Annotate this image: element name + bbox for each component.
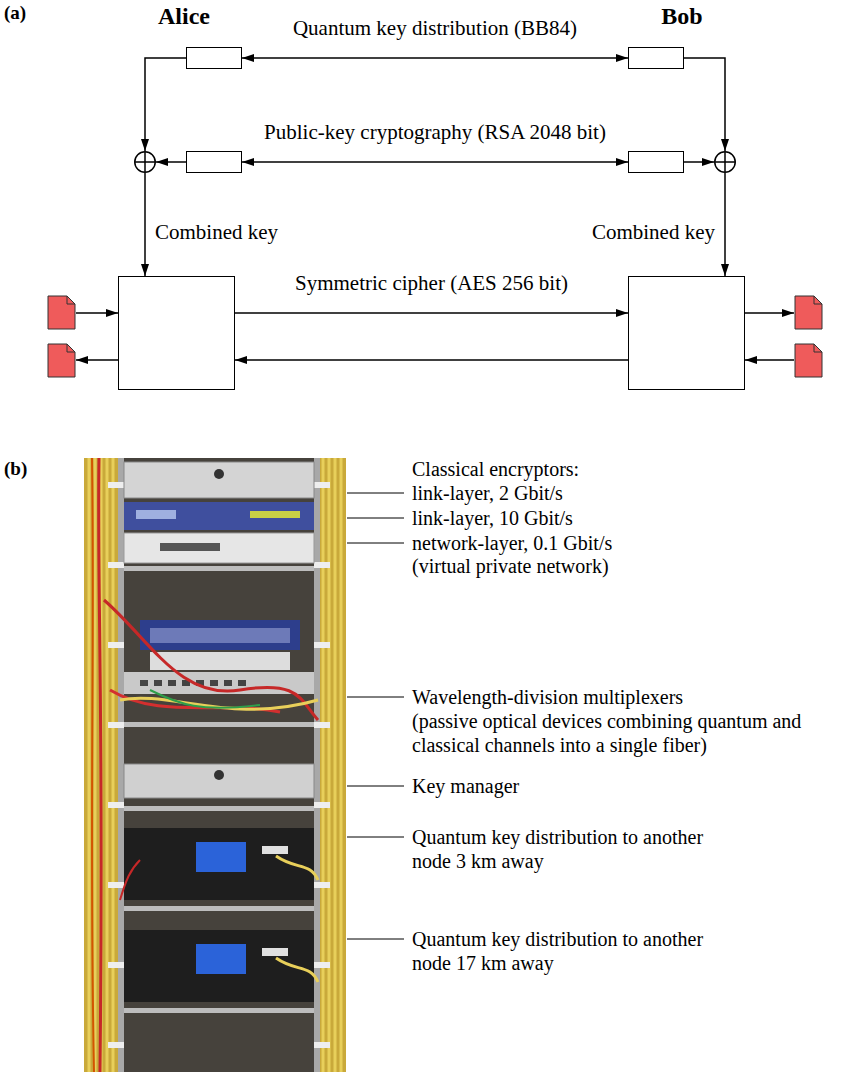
encryptor-10g	[124, 502, 314, 530]
wdm-front	[150, 628, 290, 643]
connector-arrow	[242, 57, 628, 59]
callout-label: link-layer, 2 Gbit/s	[412, 481, 563, 505]
xor-circle	[135, 152, 156, 173]
key-lock	[214, 469, 224, 479]
callout-label: link-layer, 10 Gbit/s	[412, 506, 573, 530]
connector-label: Symmetric cipher (AES 256 bit)	[293, 271, 570, 295]
yellow-cable	[276, 856, 318, 880]
cable-bundle	[84, 458, 120, 1072]
document-fold	[67, 296, 75, 304]
yellow-cables	[323, 458, 341, 1072]
connector-arrow	[684, 161, 714, 163]
xor-combiner	[714, 151, 736, 173]
orange-cable	[92, 458, 94, 1072]
connector-label: Combined key	[153, 220, 280, 244]
rack-rail	[118, 458, 124, 1072]
plaintext-arrow	[745, 312, 794, 314]
document-icon	[795, 344, 822, 377]
key-exchange-box	[628, 151, 684, 173]
key-manager-unit	[124, 764, 314, 798]
connector-arrow	[145, 58, 186, 151]
photo-ground	[84, 458, 346, 1072]
front-display	[136, 510, 176, 519]
panel-label: (a)	[4, 2, 26, 25]
leader-lines	[347, 493, 404, 939]
key-lock	[214, 770, 224, 780]
qkd-unit	[124, 828, 314, 900]
vpn-encryptor	[124, 533, 314, 563]
yellow-cables	[89, 458, 113, 1072]
party-name: Bob	[661, 2, 702, 31]
callout-note: (virtual private network)	[412, 554, 609, 578]
callout-heading: Classical encryptors:	[412, 457, 579, 481]
qkd-port	[262, 846, 288, 854]
cable-clips	[314, 482, 330, 1048]
callout-label: Quantum key distribution to another node…	[412, 927, 712, 975]
cable-bundle	[318, 458, 346, 1072]
xor-cross	[135, 152, 155, 172]
key-exchange-box	[628, 47, 684, 69]
rack-shelf	[124, 566, 314, 571]
rack-shelf	[124, 722, 314, 727]
xor-cross	[715, 152, 735, 172]
qkd-screen	[196, 944, 246, 974]
callout-label: Wavelength-division multiplexers	[412, 685, 683, 709]
document-icon	[48, 344, 75, 377]
connector-arrow	[242, 161, 628, 163]
xor-combiner	[134, 151, 156, 173]
drive-slot	[160, 543, 220, 551]
connector-arrow	[156, 161, 186, 163]
qkd-port	[262, 948, 288, 956]
xor-symbol	[714, 151, 736, 173]
qkd-unit	[124, 930, 314, 1002]
party-name: Alice	[158, 2, 210, 31]
red-cable	[99, 458, 102, 1072]
key-exchange-box	[186, 151, 242, 173]
plaintext-arrow	[76, 312, 118, 314]
connector-arrow	[235, 359, 628, 361]
connector-arrow	[235, 312, 628, 314]
connector-arrow	[684, 58, 725, 151]
document-fold	[67, 344, 75, 352]
connector-label: Public-key cryptography (RSA 2048 bit)	[262, 120, 608, 144]
document-icon	[795, 296, 822, 329]
red-cable	[104, 600, 318, 720]
rack-back	[122, 458, 316, 1072]
xor-circle	[715, 152, 736, 173]
green-cable	[150, 690, 260, 708]
panel-label: (b)	[4, 458, 27, 481]
callout-label: network-layer, 0.1 Gbit/s	[412, 531, 612, 555]
connector-label: Quantum key distribution (BB84)	[291, 16, 579, 40]
key-exchange-box	[186, 47, 242, 69]
cipher-box	[628, 276, 745, 390]
rack-shelf	[124, 1008, 314, 1013]
red-cable	[120, 860, 140, 900]
callout-note: (passive optical devices combining quant…	[412, 709, 844, 757]
cipher-box	[118, 276, 235, 390]
rack-shelf	[124, 806, 314, 811]
callout-label: Key manager	[412, 774, 519, 798]
rack-photo	[84, 458, 346, 1072]
connector-arrow	[144, 173, 146, 276]
document-fold	[814, 296, 822, 304]
front-strip	[250, 511, 300, 518]
wdm-chassis	[140, 620, 300, 650]
encryptor-2g	[124, 462, 314, 498]
connector-label: Combined key	[590, 220, 717, 244]
yellow-cable	[276, 958, 318, 982]
xor-symbol	[134, 151, 156, 173]
callout-label: Quantum key distribution to another node…	[412, 825, 712, 873]
connector-arrow	[724, 173, 726, 276]
document-icon	[48, 296, 75, 329]
plaintext-arrow	[76, 359, 118, 361]
qkd-screen	[196, 842, 246, 872]
plaintext-arrow	[745, 359, 794, 361]
document-fold	[814, 344, 822, 352]
cable-clips	[108, 482, 124, 1048]
rack-shelf	[124, 906, 314, 911]
